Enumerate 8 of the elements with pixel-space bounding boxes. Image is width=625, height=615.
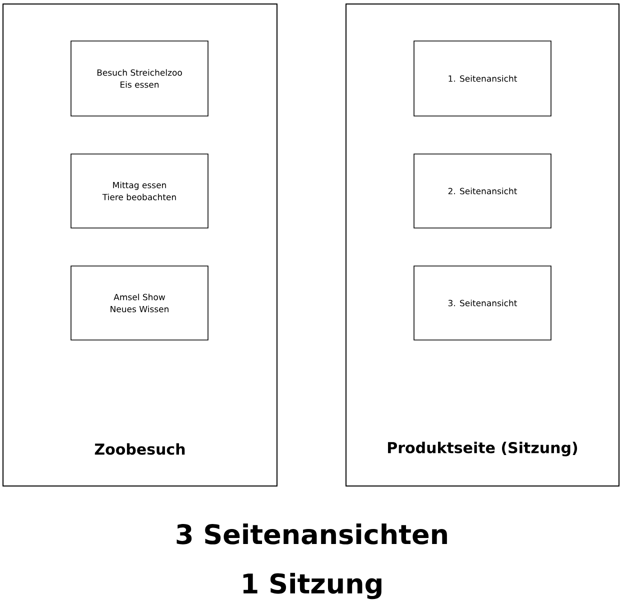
text-box: Mittag essen Tiere beobachten xyxy=(70,154,208,228)
text-box: 2. Seitenansicht xyxy=(414,154,552,228)
text-box: 1. Seitenansicht xyxy=(414,40,552,116)
text-box: Besuch Streichelzoo Eis essen xyxy=(70,40,208,116)
summary-text: 1 Sitzung xyxy=(243,572,382,600)
text-box: 3. Seitenansicht xyxy=(414,266,552,340)
text-box: Amsel Show Neues Wissen xyxy=(70,266,208,340)
summary-text: 3 Seitenansichten xyxy=(176,524,447,544)
